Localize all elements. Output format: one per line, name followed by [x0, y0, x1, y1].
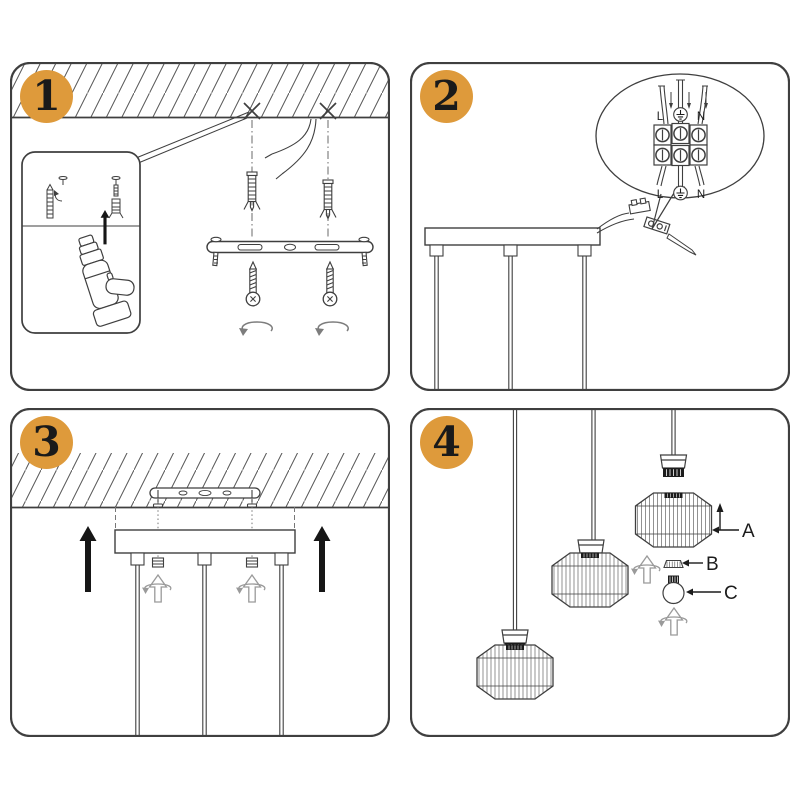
up-arrow-icon — [79, 526, 97, 592]
canopy — [424, 227, 601, 257]
canopy — [114, 529, 296, 566]
step-badge-1: 1 — [20, 70, 73, 123]
step-badge-4: 4 — [420, 416, 473, 469]
wire — [596, 212, 635, 234]
pendant-lamp-exploded: A B C — [630, 454, 755, 636]
earth-icon — [673, 185, 688, 201]
earth-icon — [673, 107, 688, 122]
step-1-panel — [10, 62, 390, 391]
twist-arrow-icon — [657, 607, 688, 636]
terminal-screw — [689, 124, 708, 146]
twist-arrow-icon — [235, 574, 266, 603]
light-bulb-part-c — [662, 575, 685, 605]
step-number: 4 — [432, 418, 461, 466]
label-neutral-bottom: N — [697, 189, 705, 201]
label-live-top: L — [657, 111, 664, 123]
threaded-nipple-icon — [151, 557, 165, 568]
cord — [135, 565, 284, 736]
down-arrow-icon — [669, 92, 708, 109]
cord — [434, 256, 587, 390]
part-label-a: A — [742, 521, 755, 542]
step-badge-3: 3 — [20, 416, 73, 469]
part-callout-b: B — [682, 554, 719, 575]
terminal-screw — [671, 122, 690, 145]
panel-border — [410, 62, 790, 391]
mains-wire — [264, 118, 317, 180]
rotate-arrow-icon — [238, 321, 273, 337]
screw-rotate-icon — [54, 176, 68, 202]
part-callout-c: C — [686, 583, 738, 604]
terminal-screw — [689, 144, 708, 166]
up-arrow-icon — [716, 503, 724, 530]
terminal-screw — [653, 144, 672, 166]
tools-inset — [21, 151, 141, 334]
drill-mark-x-icon — [243, 102, 337, 120]
cord — [512, 409, 676, 630]
retainer-ring-part-b — [663, 559, 684, 569]
part-label-c: C — [724, 583, 738, 604]
step-number: 3 — [32, 418, 61, 466]
screw-anchor-set-icon — [108, 176, 124, 219]
lamp-shade-part-a — [636, 493, 712, 548]
ceiling-hatch — [11, 453, 389, 507]
lamp-socket — [659, 454, 688, 478]
label-neutral-top: N — [697, 111, 705, 123]
center-guide-line — [251, 120, 329, 239]
step-number: 2 — [432, 72, 461, 120]
panel-border — [410, 408, 790, 737]
threaded-nipple-icon — [245, 557, 259, 568]
part-callout-a: A — [712, 521, 755, 542]
terminal-screw — [653, 124, 672, 146]
rotate-arrow-icon — [314, 321, 349, 337]
panel-border — [10, 408, 390, 737]
screw-icon — [245, 261, 261, 307]
terminal-block: L N L N — [653, 79, 708, 201]
mounting-bracket — [206, 236, 374, 267]
callout-leader-line — [130, 111, 250, 167]
step-number: 1 — [32, 72, 61, 120]
twist-arrow-icon — [141, 574, 172, 603]
drill-icon — [78, 234, 135, 327]
drill-bit-icon — [46, 183, 54, 219]
cable-clamp — [628, 197, 651, 215]
lamp-shade — [477, 645, 553, 700]
panel-border — [10, 62, 390, 391]
terminal-connector — [643, 216, 671, 235]
twist-arrow-icon — [630, 555, 661, 584]
lamp-shade — [552, 553, 628, 608]
pendant-lamp — [477, 629, 553, 700]
step-3-panel — [10, 408, 390, 737]
step-4-panel: A B C — [410, 408, 790, 737]
guide-line — [115, 498, 295, 557]
terminal-screw — [671, 144, 690, 167]
wall-anchor-icon — [319, 179, 337, 220]
up-arrow-icon — [313, 526, 331, 592]
mounting-bracket — [149, 487, 261, 508]
part-label-b: B — [706, 554, 719, 575]
wire — [658, 79, 708, 125]
step-2-panel: L N L N — [410, 62, 790, 391]
screw-icon — [322, 261, 338, 307]
step-badge-2: 2 — [420, 70, 473, 123]
label-live-bottom: L — [657, 189, 664, 201]
pendant-lamp — [552, 539, 628, 608]
screwdriver-icon — [666, 233, 697, 256]
